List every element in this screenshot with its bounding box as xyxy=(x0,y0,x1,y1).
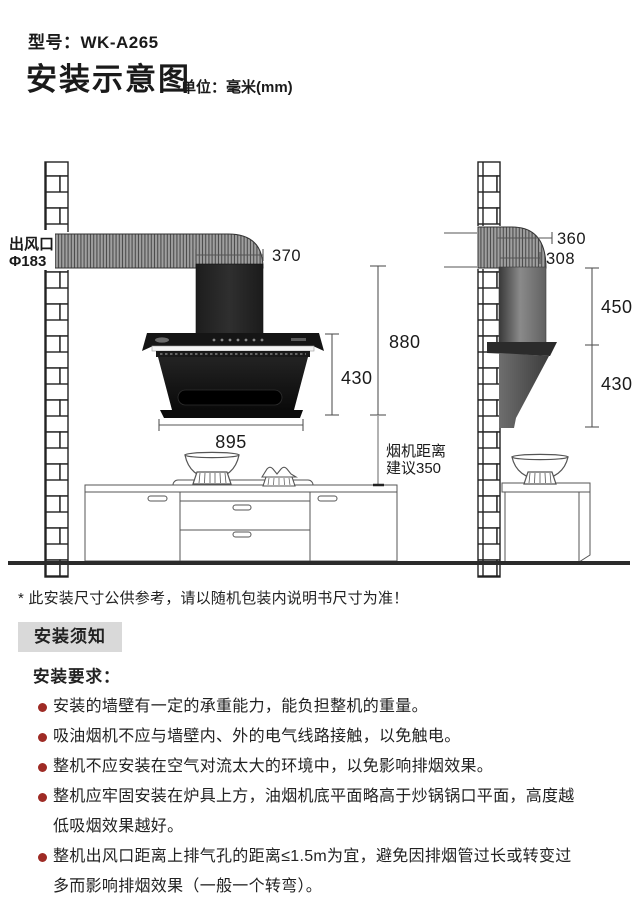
model-number: 型号：WK-A265 xyxy=(28,33,159,52)
bullet-icon xyxy=(38,732,47,742)
list-item: 吸油烟机不应与墙壁内、外的电气线路接触，以免触电。 xyxy=(38,722,618,752)
left-brick-wall xyxy=(44,161,69,578)
hood-distance-note-line1: 烟机距离 xyxy=(386,443,446,460)
bullet-icon xyxy=(38,702,47,712)
note-text: 整机应牢固安装在炉具上方，油烟机底平面略高于炒锅锅口平面，高度越 xyxy=(53,788,575,805)
list-item: 安装的墙壁有一定的承重能力，能负担整机的重量。 xyxy=(38,692,618,722)
right-brick-wall xyxy=(477,161,501,578)
dimension-lines-front xyxy=(158,249,386,487)
list-item: 整机出风口距离上排气孔的距离≤1.5m为宜，避免因排烟管过长或转变过 多而影响排… xyxy=(38,842,618,902)
hood-suction-inlet xyxy=(177,389,283,406)
svg-text:出风口: 出风口 xyxy=(9,235,54,253)
bullet-icon xyxy=(38,852,47,862)
range-hood-front xyxy=(142,333,324,418)
dim-880: 880 xyxy=(389,332,421,352)
note-text: 整机不应安装在空气对流太大的环境中，以免影响排烟效果。 xyxy=(53,758,494,775)
dim-450: 450 xyxy=(601,297,633,317)
hood-logo xyxy=(155,337,169,343)
dim-308: 308 xyxy=(546,250,575,268)
bullet-icon xyxy=(38,792,47,802)
requirements-title: 安装要求： xyxy=(33,668,121,686)
dim-370: 370 xyxy=(272,247,301,265)
note-text: 低吸烟效果越好。 xyxy=(53,818,184,835)
note-text: 整机出风口距离上排气孔的距离≤1.5m为宜，避免因排烟管过长或转变过 xyxy=(53,848,572,865)
door-handle xyxy=(147,495,168,502)
wok-side xyxy=(511,453,569,485)
floor-line xyxy=(8,561,630,565)
exhaust-duct-side xyxy=(477,226,547,269)
note-text: 吸油烟机不应与墙壁内、外的电气线路接触，以免触电。 xyxy=(53,728,461,745)
reference-footnote: * 此安装尺寸公供参考，请以随机包装内说明书尺寸为准！ xyxy=(18,590,409,607)
drawer-handle xyxy=(232,504,252,511)
notice-section-title: 安装须知 xyxy=(18,622,122,652)
outlet-label: 出风口 Φ183 xyxy=(6,230,55,270)
note-text: 安装的墙壁有一定的承重能力，能负担整机的重量。 xyxy=(53,698,428,715)
page-title: 安装示意图 xyxy=(26,62,191,97)
list-item: 整机不应安装在空气对流太大的环境中，以免影响排烟效果。 xyxy=(38,752,618,782)
unit-label: 单位：毫米(mm) xyxy=(181,79,293,96)
list-item: 整机应牢固安装在炉具上方，油烟机底平面略高于炒锅锅口平面，高度越 低吸烟效果越好… xyxy=(38,782,618,842)
range-hood-side xyxy=(487,342,557,428)
drawer-handle xyxy=(232,531,252,538)
dimension-lines-side xyxy=(444,232,599,428)
hood-chimney-side xyxy=(498,266,547,344)
hood-control-dots xyxy=(212,338,264,342)
dim-895: 895 xyxy=(215,432,247,452)
note-text: 多而影响排烟效果（一般一个转弯）。 xyxy=(53,878,323,895)
kitchen-counter-side xyxy=(501,482,591,564)
dim-430-front: 430 xyxy=(341,368,373,388)
svg-text:Φ183: Φ183 xyxy=(9,253,46,270)
gas-burner-front xyxy=(261,466,298,487)
bullet-icon xyxy=(38,762,47,772)
door-handle xyxy=(317,495,338,502)
hood-chimney-front xyxy=(195,263,264,337)
exhaust-duct-front xyxy=(52,233,264,269)
hood-distance-note-line2: 建议350 xyxy=(386,460,441,477)
dim-430-side: 430 xyxy=(601,374,633,394)
wok-front xyxy=(184,451,240,485)
dim-360: 360 xyxy=(557,230,586,248)
installation-notes-list: 安装的墙壁有一定的承重能力，能负担整机的重量。 吸油烟机不应与墙壁内、外的电气线… xyxy=(38,692,618,902)
kitchen-counter-front xyxy=(84,479,398,562)
